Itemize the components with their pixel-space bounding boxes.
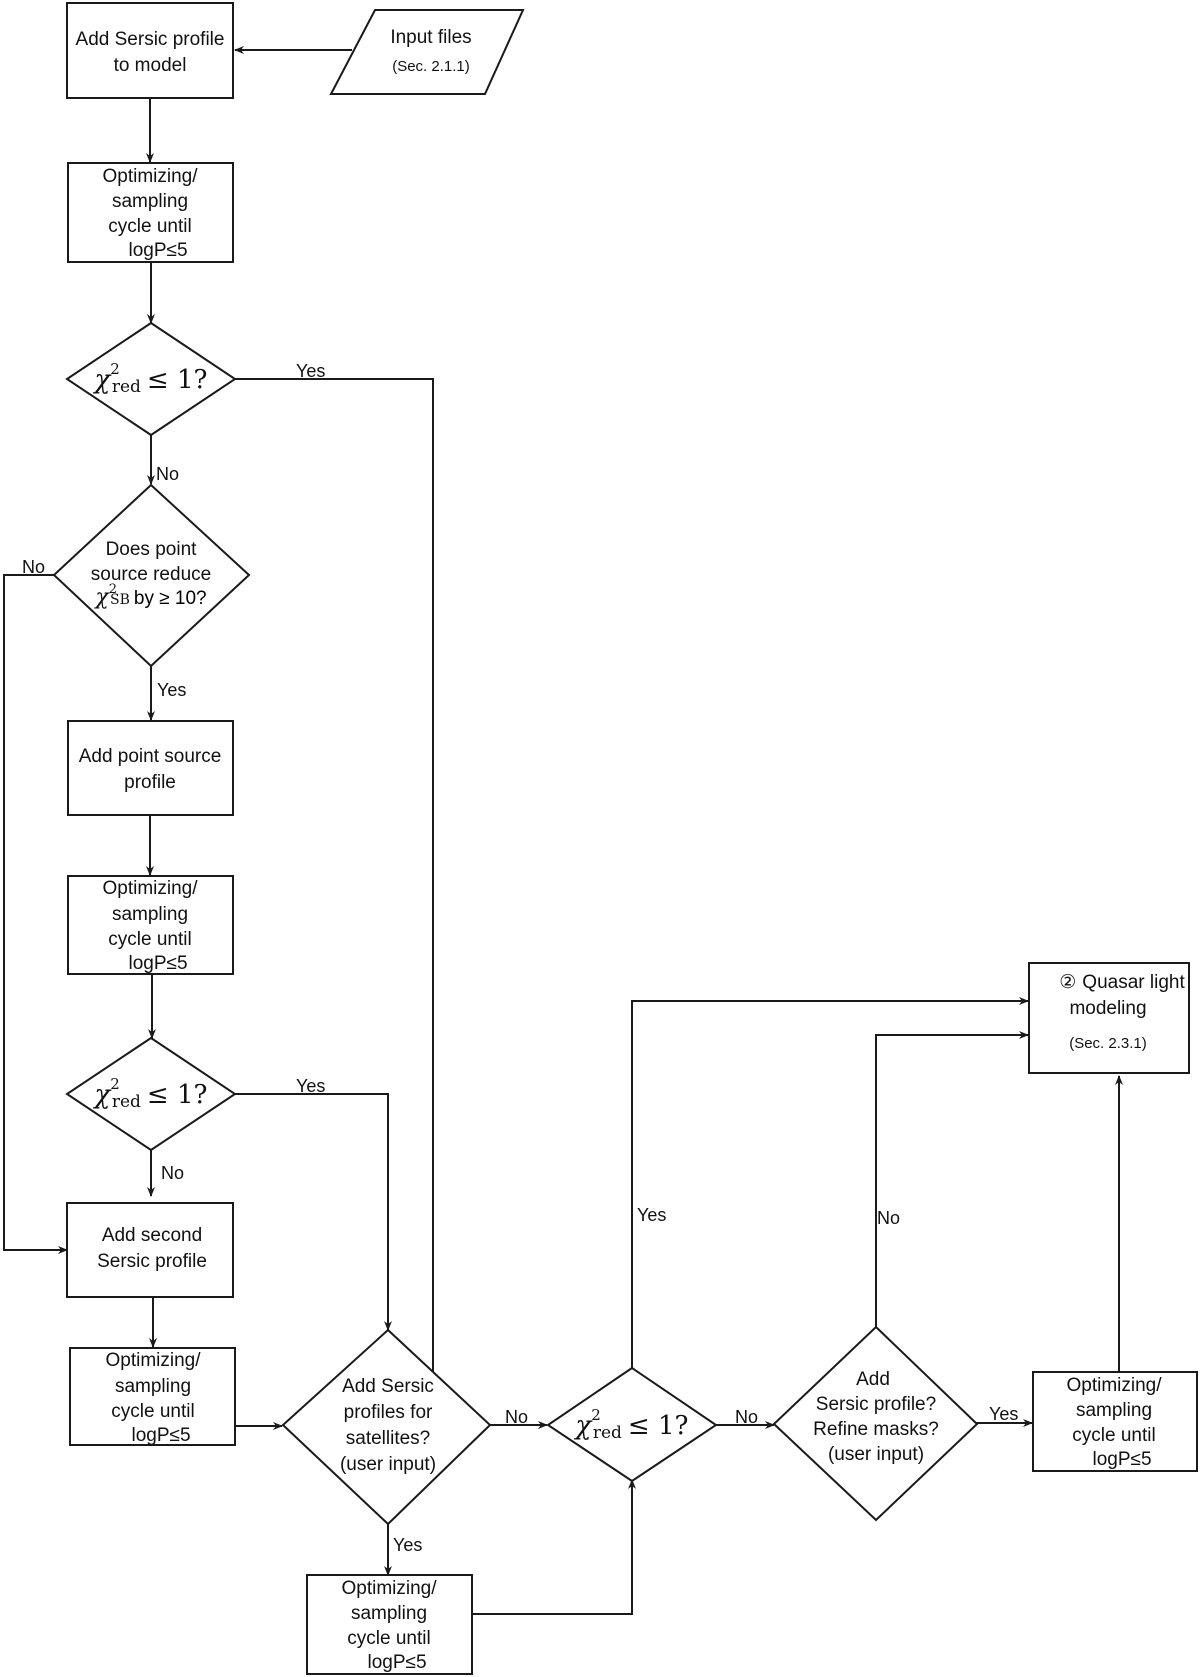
node-text: logP≤5	[367, 1652, 426, 1673]
node-optimizing-cycle-1: Optimizing/ sampling cycle until logP≤5	[67, 162, 234, 263]
node-text: (user input)	[828, 1444, 924, 1465]
node-subtext: (Sec. 2.3.1)	[1069, 1035, 1147, 1052]
node-text: Optimizing/	[102, 878, 198, 899]
label-satellites-yes: Yes	[393, 1535, 422, 1555]
edge-chi2-yes	[235, 1093, 392, 1331]
node-text: Add Sersic profile	[76, 29, 225, 50]
node-text: Add	[856, 1369, 890, 1390]
node-text: sampling	[112, 191, 188, 212]
edge-refine-no	[875, 1031, 1029, 1330]
node-text: satellites?	[346, 1428, 431, 1449]
edge-chi3-yes	[631, 997, 1029, 1368]
node-optimizing-cycle-2: Optimizing/ sampling cycle until logP≤5	[67, 875, 234, 975]
node-text: Add second	[102, 1225, 202, 1246]
node-text: profiles for	[344, 1402, 433, 1423]
node-text: cycle until	[108, 216, 191, 237]
label-refine-yes: Yes	[989, 1404, 1018, 1424]
node-text: to model	[114, 55, 187, 76]
edge-chi1-yes	[235, 378, 437, 1405]
node-text: Sersic profile?	[816, 1394, 936, 1415]
node-text: logP≤5	[128, 240, 187, 261]
node-text: cycle until	[108, 929, 191, 950]
node-text: logP≤5	[131, 1425, 190, 1446]
node-text: cycle until	[111, 1401, 194, 1422]
node-subtext: (Sec. 2.1.1)	[392, 58, 470, 75]
node-text: Add point source	[79, 746, 222, 767]
label-chi1-no: No	[156, 464, 179, 484]
node-text: Optimizing/	[102, 166, 198, 187]
node-text: profile	[124, 772, 176, 793]
label-chi2-no: No	[161, 1163, 184, 1183]
label-chi3-yes: Yes	[637, 1205, 666, 1225]
node-text: Does point	[106, 539, 198, 560]
node-optimizing-cycle-5: Optimizing/ sampling cycle until logP≤5	[1032, 1371, 1198, 1472]
node-optimizing-cycle-4: Optimizing/ sampling cycle until logP≤5	[306, 1574, 473, 1675]
node-add-point-source: Add point source profile	[67, 720, 234, 816]
label-chi2-yes: Yes	[296, 1076, 325, 1096]
edge-opt4-to-chi3	[472, 1479, 636, 1615]
node-text: logP≤5	[1092, 1449, 1151, 1470]
label-chi3-no: No	[735, 1407, 758, 1427]
node-text: Optimizing/	[105, 1350, 201, 1371]
node-text: Input files	[390, 27, 471, 48]
node-text: Add Sersic	[342, 1376, 434, 1397]
node-text: logP≤5	[128, 953, 187, 974]
node-refine-question: Add Sersic profile? Refine masks? (user …	[772, 1325, 979, 1522]
edge-labels: Yes No No Yes Yes No No Yes Yes No No Ye…	[22, 361, 1018, 1555]
node-optimizing-cycle-3: Optimizing/ sampling cycle until logP≤5	[69, 1347, 236, 1446]
label-point-yes: Yes	[157, 680, 186, 700]
node-add-sersic-profile: Add Sersic profile to model	[66, 2, 234, 99]
node-add-second-sersic: Add second Sersic profile	[66, 1202, 234, 1298]
node-text: modeling	[1069, 998, 1146, 1019]
node-text: Sersic profile	[97, 1251, 207, 1272]
node-text: cycle until	[1072, 1425, 1155, 1446]
label-point-no: No	[22, 557, 45, 577]
node-text: sampling	[112, 904, 188, 925]
node-text: Optimizing/	[1066, 1375, 1162, 1396]
label-chi1-yes: Yes	[296, 361, 325, 381]
edges	[3, 46, 1123, 1615]
node-input-files: Input files (Sec. 2.1.1)	[329, 9, 525, 95]
node-text: Optimizing/	[341, 1578, 437, 1599]
node-text: sampling	[1076, 1400, 1152, 1421]
circled-two-icon: ②	[1059, 972, 1076, 993]
edge-point-no	[3, 574, 68, 1254]
node-text: cycle until	[347, 1628, 430, 1649]
label-satellites-no: No	[505, 1407, 528, 1427]
node-text: (user input)	[340, 1454, 436, 1475]
node-text: sampling	[351, 1603, 427, 1624]
node-text: sampling	[115, 1376, 191, 1397]
label-refine-no: No	[877, 1208, 900, 1228]
node-satellites-question: Add Sersic profiles for satellites? (use…	[281, 1328, 492, 1526]
node-text: Refine masks?	[813, 1419, 939, 1440]
node-text: source reduce	[91, 564, 211, 585]
